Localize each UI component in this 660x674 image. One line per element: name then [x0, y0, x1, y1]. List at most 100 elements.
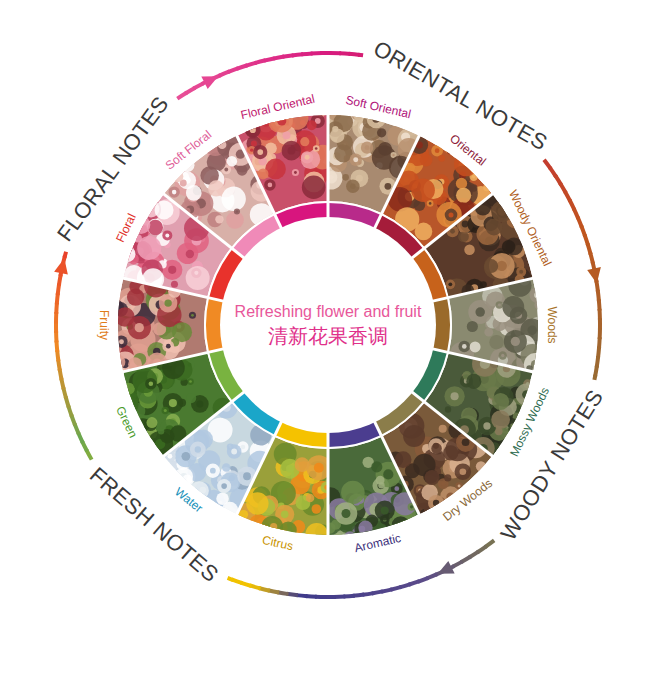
flower-blob: [215, 215, 223, 223]
flower-center: [356, 175, 363, 182]
flower-blob: [119, 246, 135, 262]
flower-blob: [221, 187, 245, 211]
segment-divider: [224, 419, 283, 542]
flower-blob: [111, 355, 125, 369]
flower-blob: [171, 281, 178, 288]
segment-divider: [140, 175, 246, 260]
flower-center: [181, 452, 190, 461]
flower-blob: [456, 188, 471, 203]
ring-arrowhead: [587, 267, 601, 283]
flower-center: [522, 390, 531, 399]
flower-center: [435, 148, 440, 153]
flower-blob: [245, 122, 261, 138]
flower-blob: [483, 184, 491, 192]
note-segment: Floral Oriental: [238, 91, 318, 122]
flower-blob: [128, 316, 151, 339]
flower-center: [286, 465, 294, 473]
segment-divider: [409, 175, 515, 260]
flower-blob: [350, 154, 362, 166]
flower-blob: [175, 467, 194, 486]
ring-arc: [358, 53, 363, 58]
flower-center: [195, 446, 201, 452]
segment-label: Fruity: [97, 310, 111, 340]
flower-blob: [270, 523, 277, 530]
flower-blob: [246, 492, 268, 514]
flower-blob: [182, 475, 192, 485]
segment-label: Woods: [545, 306, 559, 343]
ring-arc: [228, 578, 234, 580]
flower-blob: [264, 179, 276, 191]
flower-center: [221, 483, 227, 489]
flower-center: [385, 183, 392, 190]
flower-center: [300, 137, 309, 146]
flower-blob: [265, 159, 286, 180]
flower-center: [446, 493, 454, 501]
segment-divider: [429, 272, 562, 302]
flower-center: [460, 468, 467, 475]
center-subtitle: 清新花果香调: [268, 323, 388, 349]
flower-blob: [282, 141, 302, 161]
flower-blob: [448, 178, 473, 203]
note-segment: Soft Floral: [161, 126, 216, 174]
flower-center: [383, 469, 393, 479]
flower-blob: [458, 341, 470, 353]
ring-arc: [592, 375, 597, 380]
flower-center: [281, 511, 289, 519]
flower-blob: [227, 156, 238, 167]
flower-blob: [516, 267, 526, 277]
flower-blob: [375, 500, 395, 520]
note-segment: Oriental: [445, 130, 490, 170]
segment-label: Floral Oriental: [240, 91, 317, 121]
flower-blob: [218, 140, 227, 149]
flower-blob: [504, 330, 527, 353]
note-segment: Citrus: [259, 533, 297, 555]
segment-label: Aromatic: [353, 531, 402, 555]
flower-blob: [335, 502, 358, 525]
segment-divider: [94, 348, 227, 378]
flower-center: [483, 422, 490, 429]
flower-center: [169, 399, 177, 407]
flower-center: [196, 400, 203, 407]
flower-blob: [208, 180, 224, 196]
flower-blob: [455, 463, 472, 480]
flower-blob: [301, 151, 313, 163]
flower-blob: [127, 288, 144, 305]
note-segment: Dry Woods: [439, 475, 497, 525]
flower-center: [355, 112, 360, 117]
flower-center: [441, 481, 445, 485]
flower-center: [429, 202, 432, 205]
flower-blob: [302, 176, 326, 200]
flower-blob: [444, 474, 451, 481]
family-label: FRESH NOTES: [84, 462, 223, 588]
flower-blob: [480, 281, 487, 288]
center-circle: Refreshing flower and fruit清新花果香调: [220, 217, 436, 433]
flower-blob: [425, 470, 440, 485]
flower-blob: [134, 234, 142, 242]
flower-blob: [470, 341, 481, 352]
flower-center: [519, 270, 523, 274]
flower-blob: [492, 393, 509, 410]
flower-center: [164, 409, 167, 412]
flower-center: [336, 536, 340, 540]
flower-blob: [172, 322, 192, 342]
flower-blob: [376, 476, 385, 485]
flower-center: [372, 115, 380, 123]
flower-blob: [534, 301, 543, 310]
flower-center: [172, 190, 177, 195]
flower-blob: [491, 201, 512, 223]
flower-center: [498, 207, 507, 216]
flower-blob: [445, 406, 451, 412]
segment-label: Mossy Woods: [507, 385, 552, 459]
flower-blob: [476, 461, 486, 471]
flower-blob: [132, 368, 157, 393]
flower-center: [347, 535, 352, 540]
flower-blob: [456, 178, 467, 189]
flower-blob: [305, 523, 327, 545]
family-label: FLORAL NOTES: [52, 92, 175, 247]
flower-center: [498, 304, 501, 307]
flower-blob: [189, 312, 196, 319]
flower-center: [315, 147, 318, 150]
flower-blob: [306, 494, 315, 503]
segment-label: Woody Oriental: [506, 188, 554, 268]
segment-label: Water: [172, 485, 205, 516]
